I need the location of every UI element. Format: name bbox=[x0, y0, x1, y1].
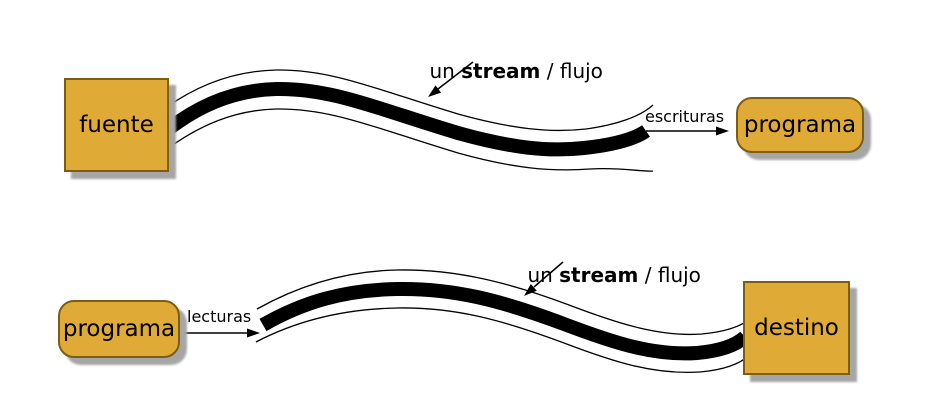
escrituras-arrow bbox=[646, 126, 729, 136]
source-box-label: fuente bbox=[79, 112, 154, 138]
bottom-stream-lower-line bbox=[255, 307, 749, 374]
bottom-stream-upper-line bbox=[256, 269, 751, 336]
top-stream-caption-bold: stream bbox=[461, 59, 541, 83]
bottom-stream-annotation-arrow bbox=[524, 261, 564, 296]
lecturas-arrow bbox=[181, 328, 260, 338]
top-stream bbox=[165, 69, 654, 172]
top-stream-caption-prefix: un bbox=[429, 59, 462, 83]
bottom-stream-band bbox=[259, 281, 750, 361]
source-box: fuente bbox=[64, 78, 169, 172]
escrituras-label: escrituras bbox=[645, 107, 725, 126]
top-stream-caption: un stream / flujo bbox=[404, 35, 603, 107]
bottom-stream-caption-prefix: un bbox=[527, 263, 560, 287]
program-box-bottom: programa bbox=[58, 300, 180, 358]
bottom-stream-caption-bold: stream bbox=[559, 263, 639, 287]
lecturas-label: lecturas bbox=[187, 307, 252, 326]
bottom-stream-caption: un stream / flujo bbox=[502, 239, 701, 311]
destination-box-label: destino bbox=[754, 315, 839, 341]
top-stream-lower-line bbox=[166, 108, 654, 172]
bottom-stream bbox=[255, 269, 751, 374]
top-stream-upper-line bbox=[166, 69, 654, 132]
destination-box: destino bbox=[743, 281, 850, 375]
program-box-top-label: programa bbox=[743, 112, 857, 138]
top-stream-caption-suffix: / flujo bbox=[540, 59, 603, 83]
program-box-top: programa bbox=[736, 97, 864, 153]
bottom-stream-caption-suffix: / flujo bbox=[638, 263, 701, 287]
program-box-bottom-label: programa bbox=[62, 316, 176, 342]
top-stream-band bbox=[165, 81, 650, 157]
top-stream-annotation-arrow bbox=[428, 61, 474, 97]
